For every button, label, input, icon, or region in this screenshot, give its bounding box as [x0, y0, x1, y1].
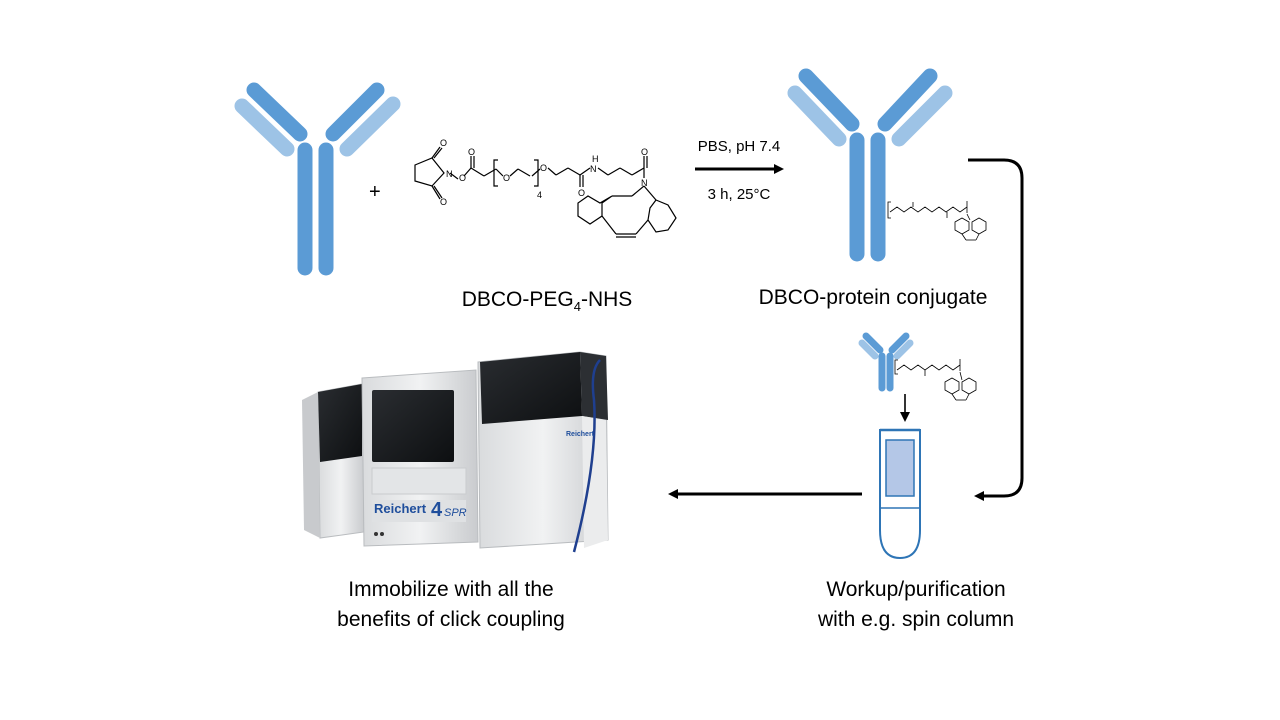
instrument-model-suffix: SPR — [444, 507, 467, 519]
atom-label: N — [446, 169, 453, 179]
atom-label: H — [592, 154, 599, 164]
atom-label: N — [590, 164, 597, 174]
atom-label: O — [540, 163, 547, 173]
instrument-brand-logo: Reichert — [374, 501, 427, 516]
atom-label: O — [578, 188, 585, 198]
atom-label: O — [468, 147, 475, 157]
reagent-label: DBCO-PEG4-NHS — [462, 288, 633, 314]
reichert-4spr-instrument-image — [302, 351, 609, 553]
reaction-condition-1: PBS, pH 7.4 — [697, 138, 781, 155]
atom-label: O — [440, 138, 447, 148]
reagent-name-prefix: DBCO-PEG — [461, 288, 574, 311]
immobilize-label-line1: Immobilize with all the — [348, 578, 554, 601]
small-conjugate-antibody-icon — [858, 332, 914, 392]
instrument-labels: Reichert 4 SPR Reichert — [374, 431, 595, 521]
atom-label: O — [459, 173, 466, 183]
peg-repeat-label: 4 — [537, 190, 542, 200]
atom-label: O — [440, 197, 447, 207]
atom-label: O — [641, 147, 648, 157]
reagent-name-suffix: -NHS — [580, 288, 633, 311]
purification-label-line2: with e.g. spin column — [817, 608, 1015, 631]
spin-column-tube-icon — [879, 428, 921, 560]
plus-sign: + — [369, 181, 381, 203]
immobilize-label-line2: benefits of click coupling — [337, 608, 565, 631]
antibody-icon — [234, 82, 401, 276]
product-label: DBCO-protein conjugate — [758, 286, 988, 309]
conjugated-antibody-icon — [787, 68, 953, 262]
small-dbco-linker-icon — [894, 359, 977, 401]
attached-dbco-linker-icon — [887, 201, 987, 241]
instrument-model-number: 4 — [431, 499, 443, 521]
purification-label-line1: Workup/purification — [826, 578, 1006, 601]
instrument-side-badge: Reichert — [566, 431, 595, 438]
atom-label: N — [641, 178, 648, 188]
atom-label: O — [503, 173, 510, 183]
flow-arrow-right — [968, 158, 1024, 501]
dbco-peg4-nhs-structure-icon — [414, 146, 677, 238]
dbco-peg4-nhs-atom-labels: N O O O O O O 4 O N H O N — [440, 138, 648, 207]
reagent-subscript: 4 — [573, 299, 581, 315]
reaction-condition-2: 3 h, 25°C — [707, 186, 771, 203]
